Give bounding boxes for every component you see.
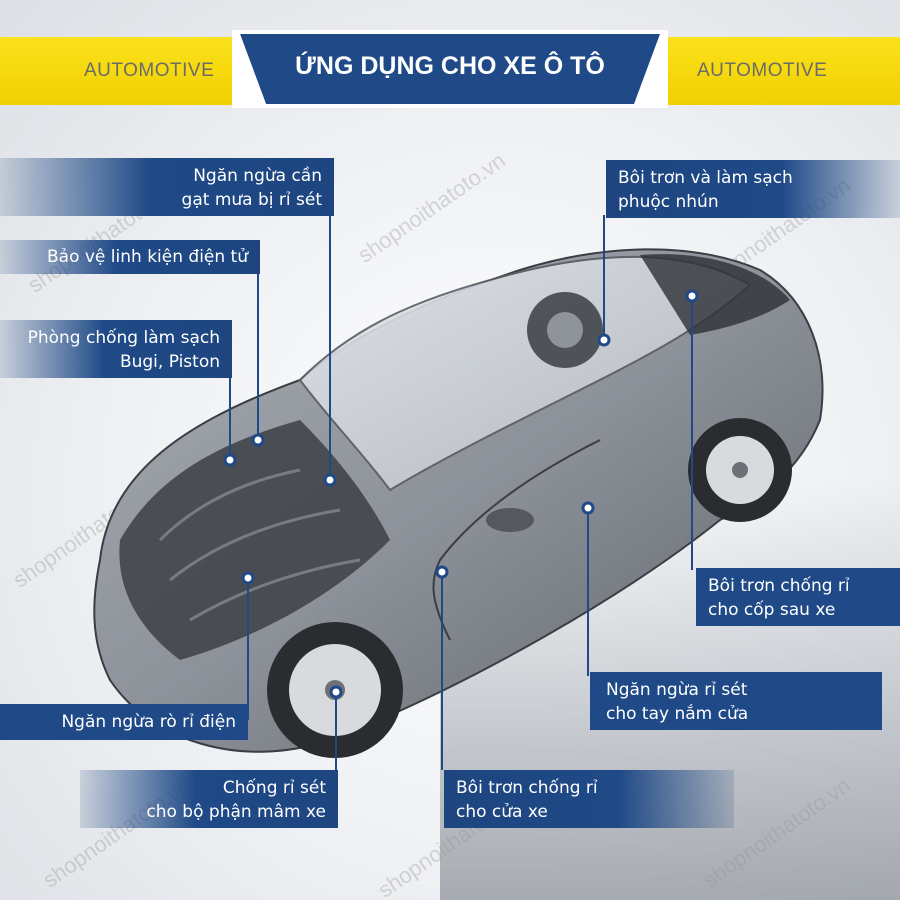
label-handle-line2: cho tay nắm cửa: [606, 704, 749, 724]
label-electronics: Bảo vệ linh kiện điện tử: [0, 240, 260, 274]
engine-bay: [119, 420, 390, 660]
label-trunk-line2: cho cốp sau xe: [708, 600, 836, 620]
label-spark-line1: Phòng chống làm sạch: [27, 328, 220, 348]
leader-lines: [229, 200, 693, 770]
label-handle: Ngăn ngừa rỉ sét cho tay nắm cửa: [590, 672, 882, 730]
label-wiper-line2: gạt mưa bị rỉ sét: [181, 190, 322, 210]
header-side-text-left: AUTOMOTIVE: [84, 60, 215, 81]
label-shock-line2: phuộc nhún: [618, 192, 719, 212]
label-wheel-line1: Chống rỉ sét: [222, 778, 326, 798]
label-spark-line2: Bugi, Piston: [119, 352, 220, 372]
label-door: Bôi trơn chống rỉ cho cửa xe: [444, 770, 734, 828]
callout-markers: [223, 289, 699, 699]
header-banner: [232, 30, 668, 108]
label-door-line2: cho cửa xe: [456, 802, 548, 822]
label-leak: Ngăn ngừa rò rỉ điện: [0, 704, 248, 740]
label-wiper-line1: Ngăn ngừa cần: [193, 166, 322, 186]
label-handle-line1: Ngăn ngừa rỉ sét: [606, 680, 748, 700]
header-side-text-right: AUTOMOTIVE: [697, 60, 828, 81]
label-wheel-line2: cho bộ phận mâm xe: [146, 802, 326, 822]
label-electronics-line1: Bảo vệ linh kiện điện tử: [46, 247, 248, 267]
label-leak-line1: Ngăn ngừa rò rỉ điện: [61, 712, 236, 732]
page-title: ỨNG DỤNG CHO XE Ô TÔ: [295, 52, 605, 80]
label-shock-line1: Bôi trơn và làm sạch: [618, 168, 793, 188]
label-trunk-line1: Bôi trơn chống rỉ: [708, 576, 850, 596]
label-wiper: Ngăn ngừa cần gạt mưa bị rỉ sét: [0, 158, 334, 216]
label-spark: Phòng chống làm sạch Bugi, Piston: [0, 320, 232, 378]
label-shock: Bôi trơn và làm sạch phuộc nhún: [606, 160, 900, 218]
label-wheel: Chống rỉ sét cho bộ phận mâm xe: [80, 770, 338, 828]
label-trunk: Bôi trơn chống rỉ cho cốp sau xe: [696, 568, 900, 626]
label-door-line1: Bôi trơn chống rỉ: [456, 778, 598, 798]
